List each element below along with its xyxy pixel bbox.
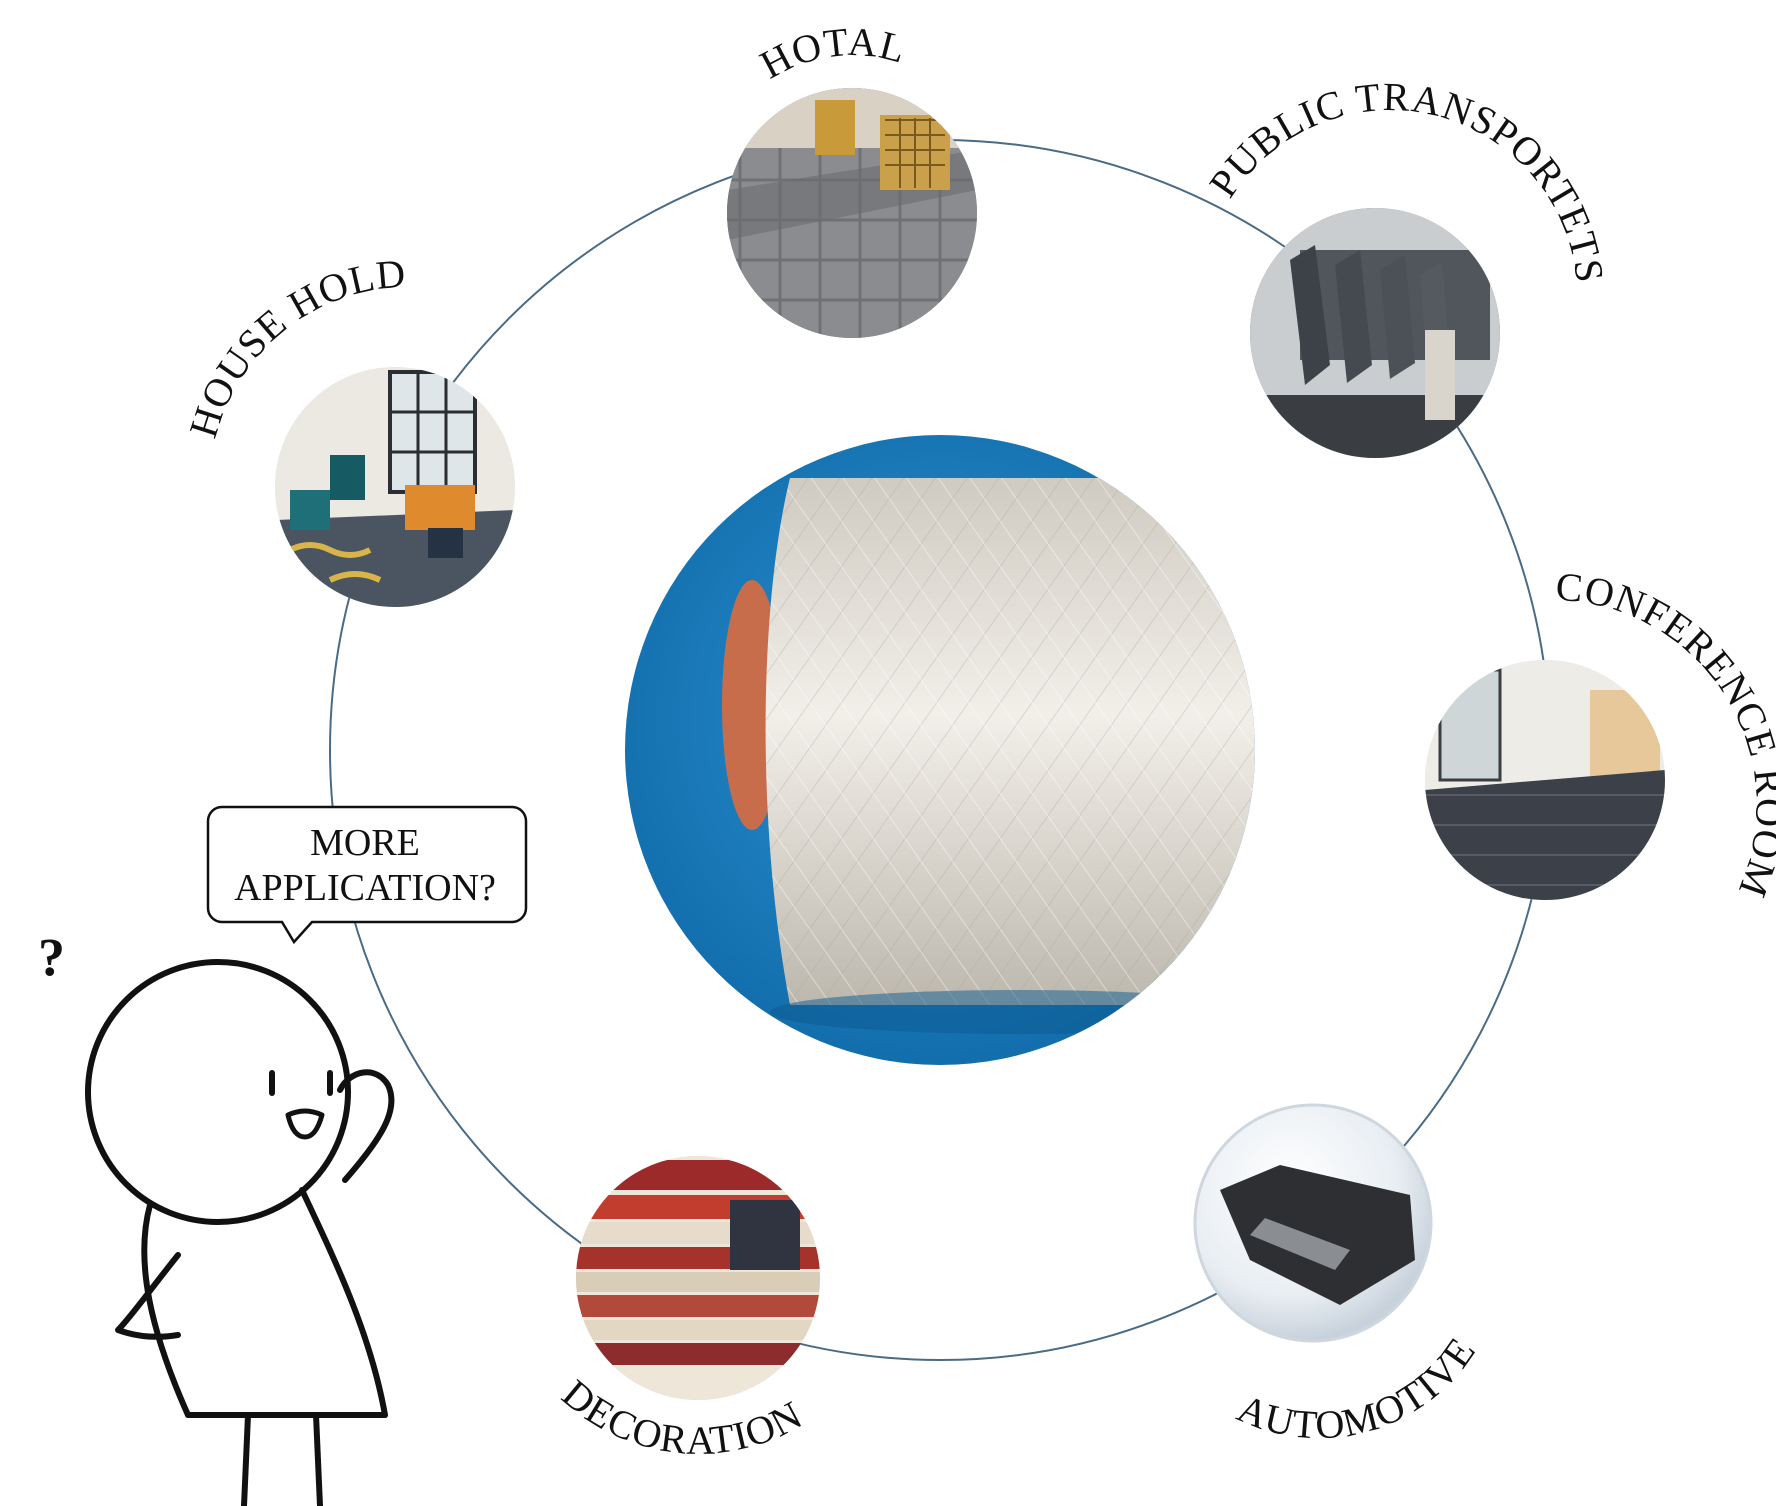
decoration-image — [576, 1156, 820, 1400]
automotive-image — [1193, 1103, 1433, 1343]
public-transports-image — [1250, 208, 1500, 458]
house-hold-image — [275, 367, 515, 607]
hotal-image — [727, 88, 977, 338]
speech-bubble-line2: APPLICATION? — [234, 867, 496, 909]
hotal-label: HOTAL — [753, 19, 911, 88]
speech-bubble-line1: MORE — [310, 822, 420, 864]
center-yarn-image — [625, 435, 1255, 1065]
thinking-character — [85, 959, 395, 1506]
speech-bubble: MORE APPLICATION? — [206, 805, 528, 945]
conference-room-image — [1425, 660, 1665, 900]
question-mark: ? — [38, 927, 65, 987]
automotive-label: AUTOMOTIVE — [1231, 1329, 1484, 1448]
